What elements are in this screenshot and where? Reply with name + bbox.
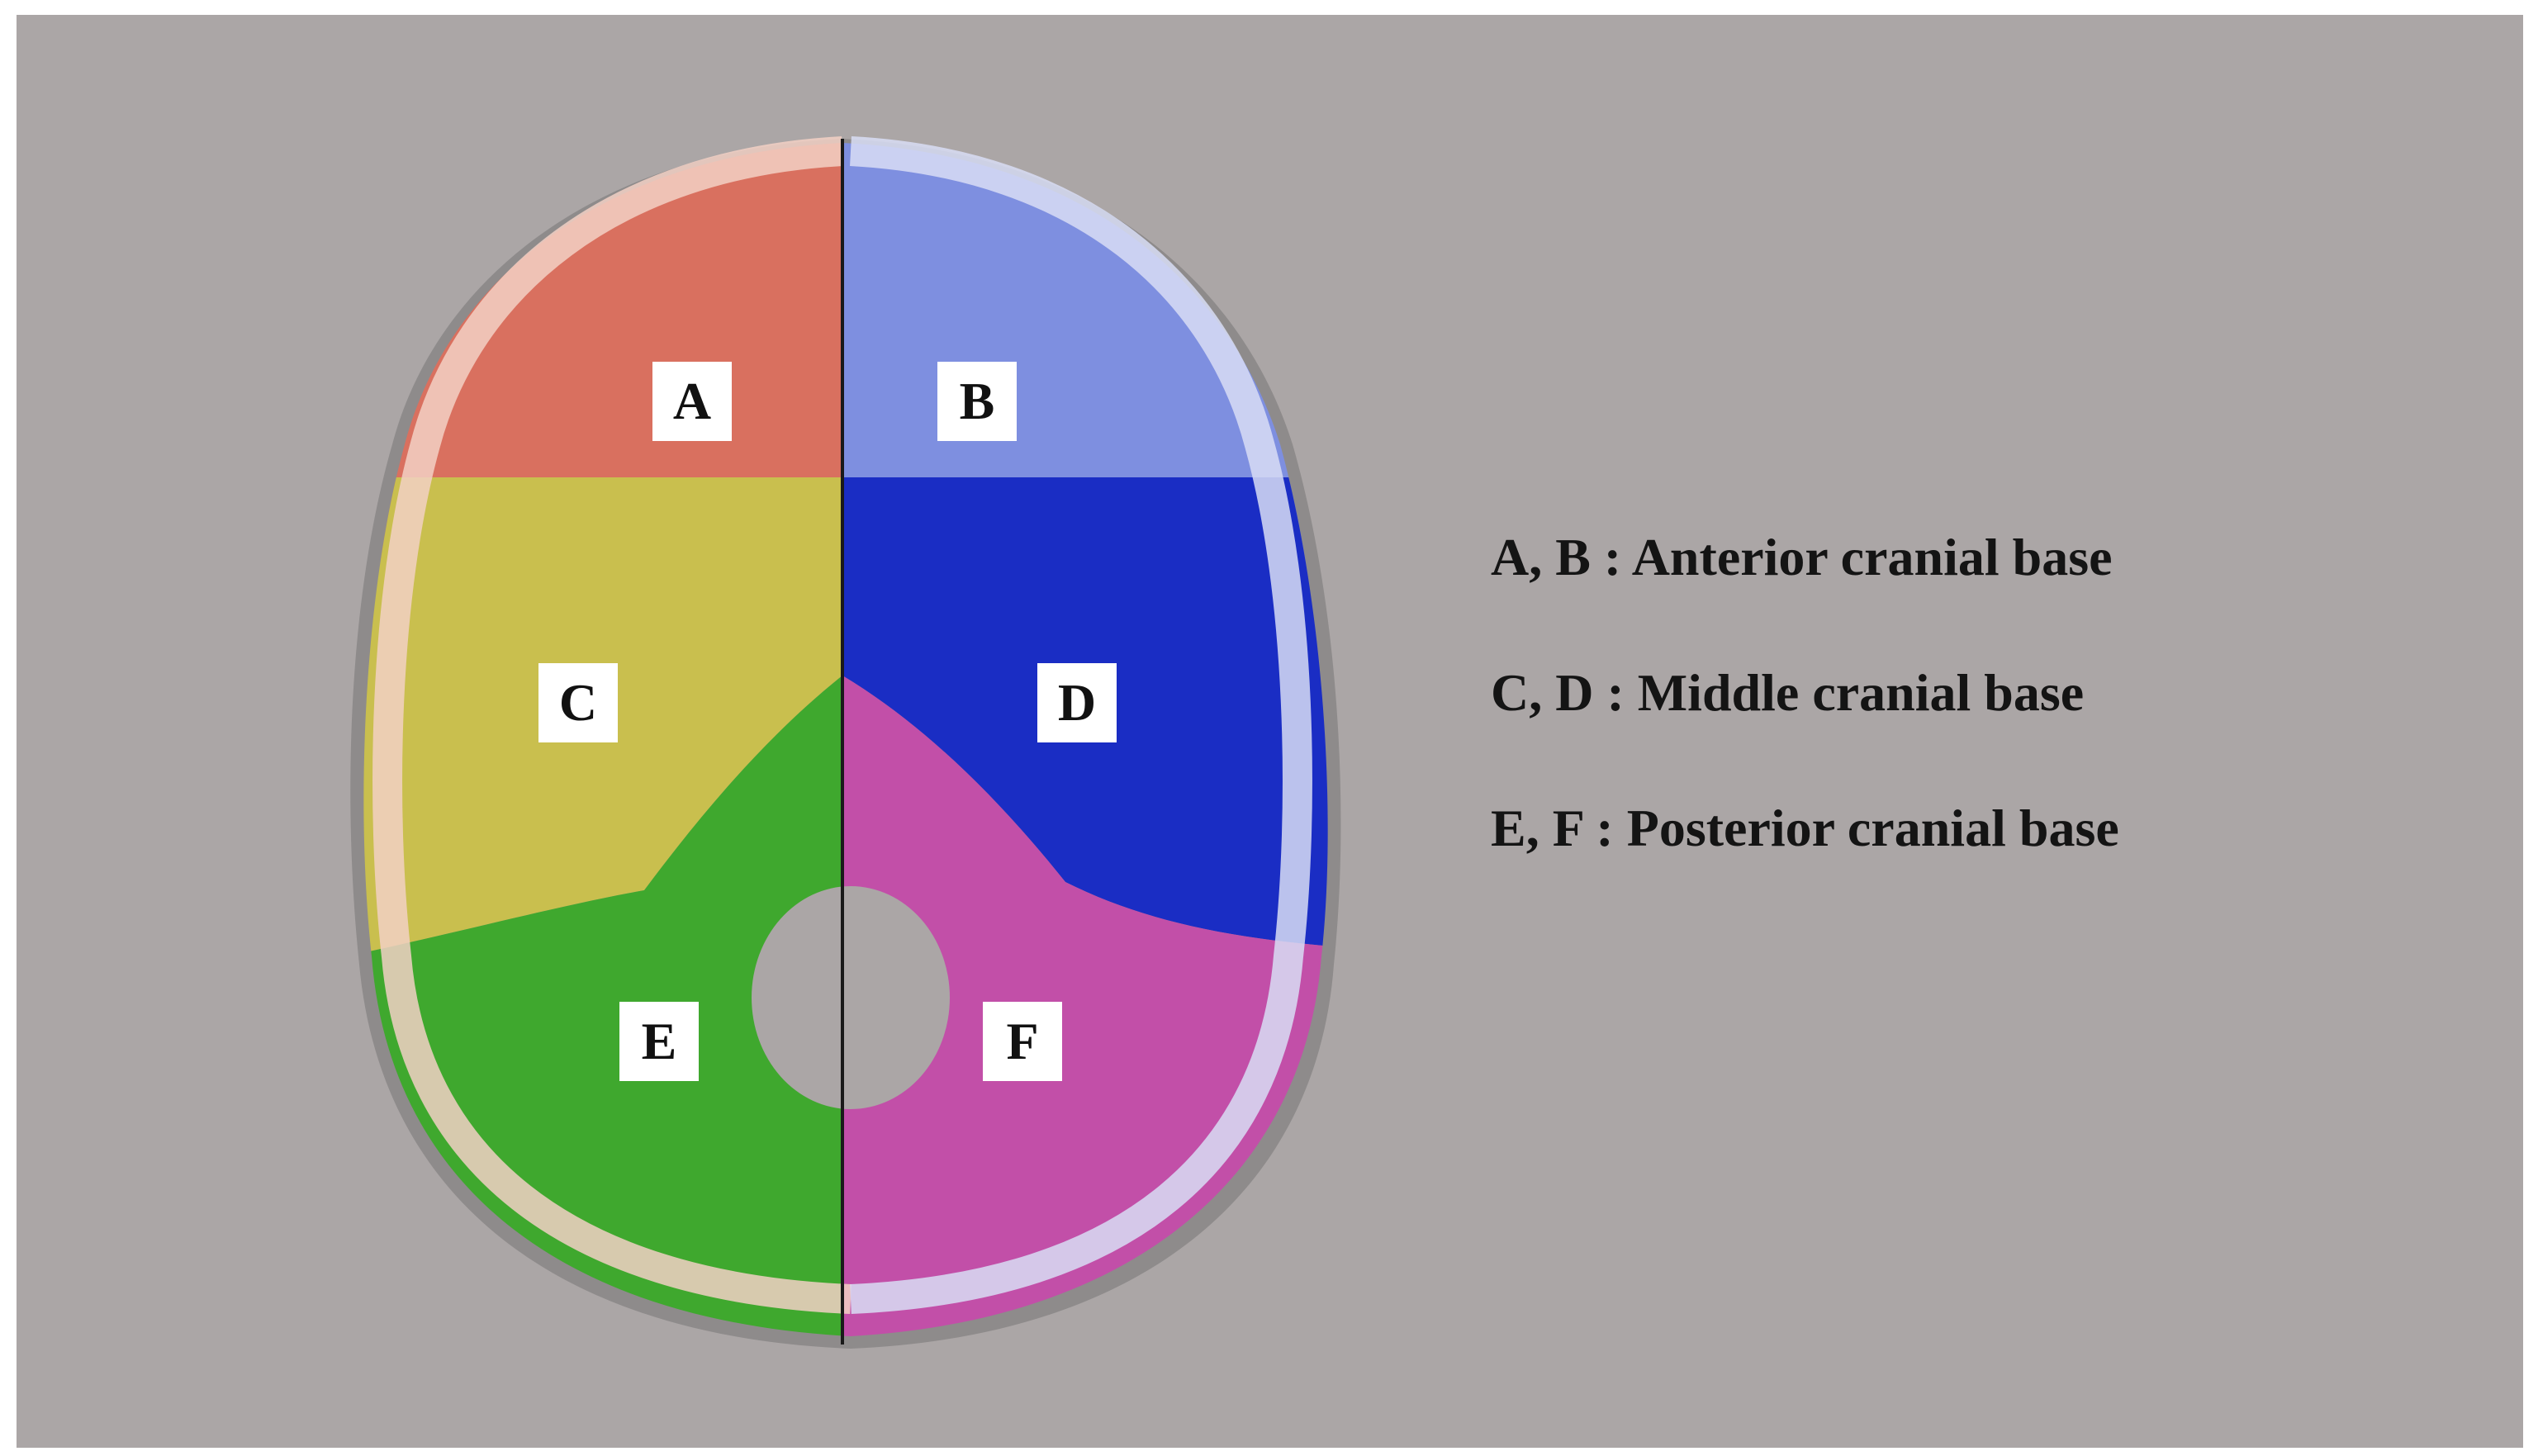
skull-base-illustration xyxy=(350,136,1341,1349)
region-label-c: C xyxy=(538,663,618,742)
region-label-d: D xyxy=(1037,663,1117,742)
region-label-e: E xyxy=(619,1002,699,1081)
region-label-f: F xyxy=(983,1002,1062,1081)
region-label-b: B xyxy=(937,362,1017,441)
legend: A, B : Anterior cranial base C, D : Midd… xyxy=(1491,531,2399,937)
legend-item-posterior: E, F : Posterior cranial base xyxy=(1491,799,2119,857)
legend-item-anterior: A, B : Anterior cranial base xyxy=(1491,528,2113,586)
skull-pale-band-left xyxy=(372,136,852,1314)
skull-pale-band-right xyxy=(850,136,1312,1314)
region-label-a: A xyxy=(652,362,732,441)
foramen-magnum xyxy=(752,886,950,1109)
figure-panel: A B C D E F A, B : Anterior cranial base… xyxy=(17,15,2523,1448)
legend-item-middle: C, D : Middle cranial base xyxy=(1491,663,2085,722)
